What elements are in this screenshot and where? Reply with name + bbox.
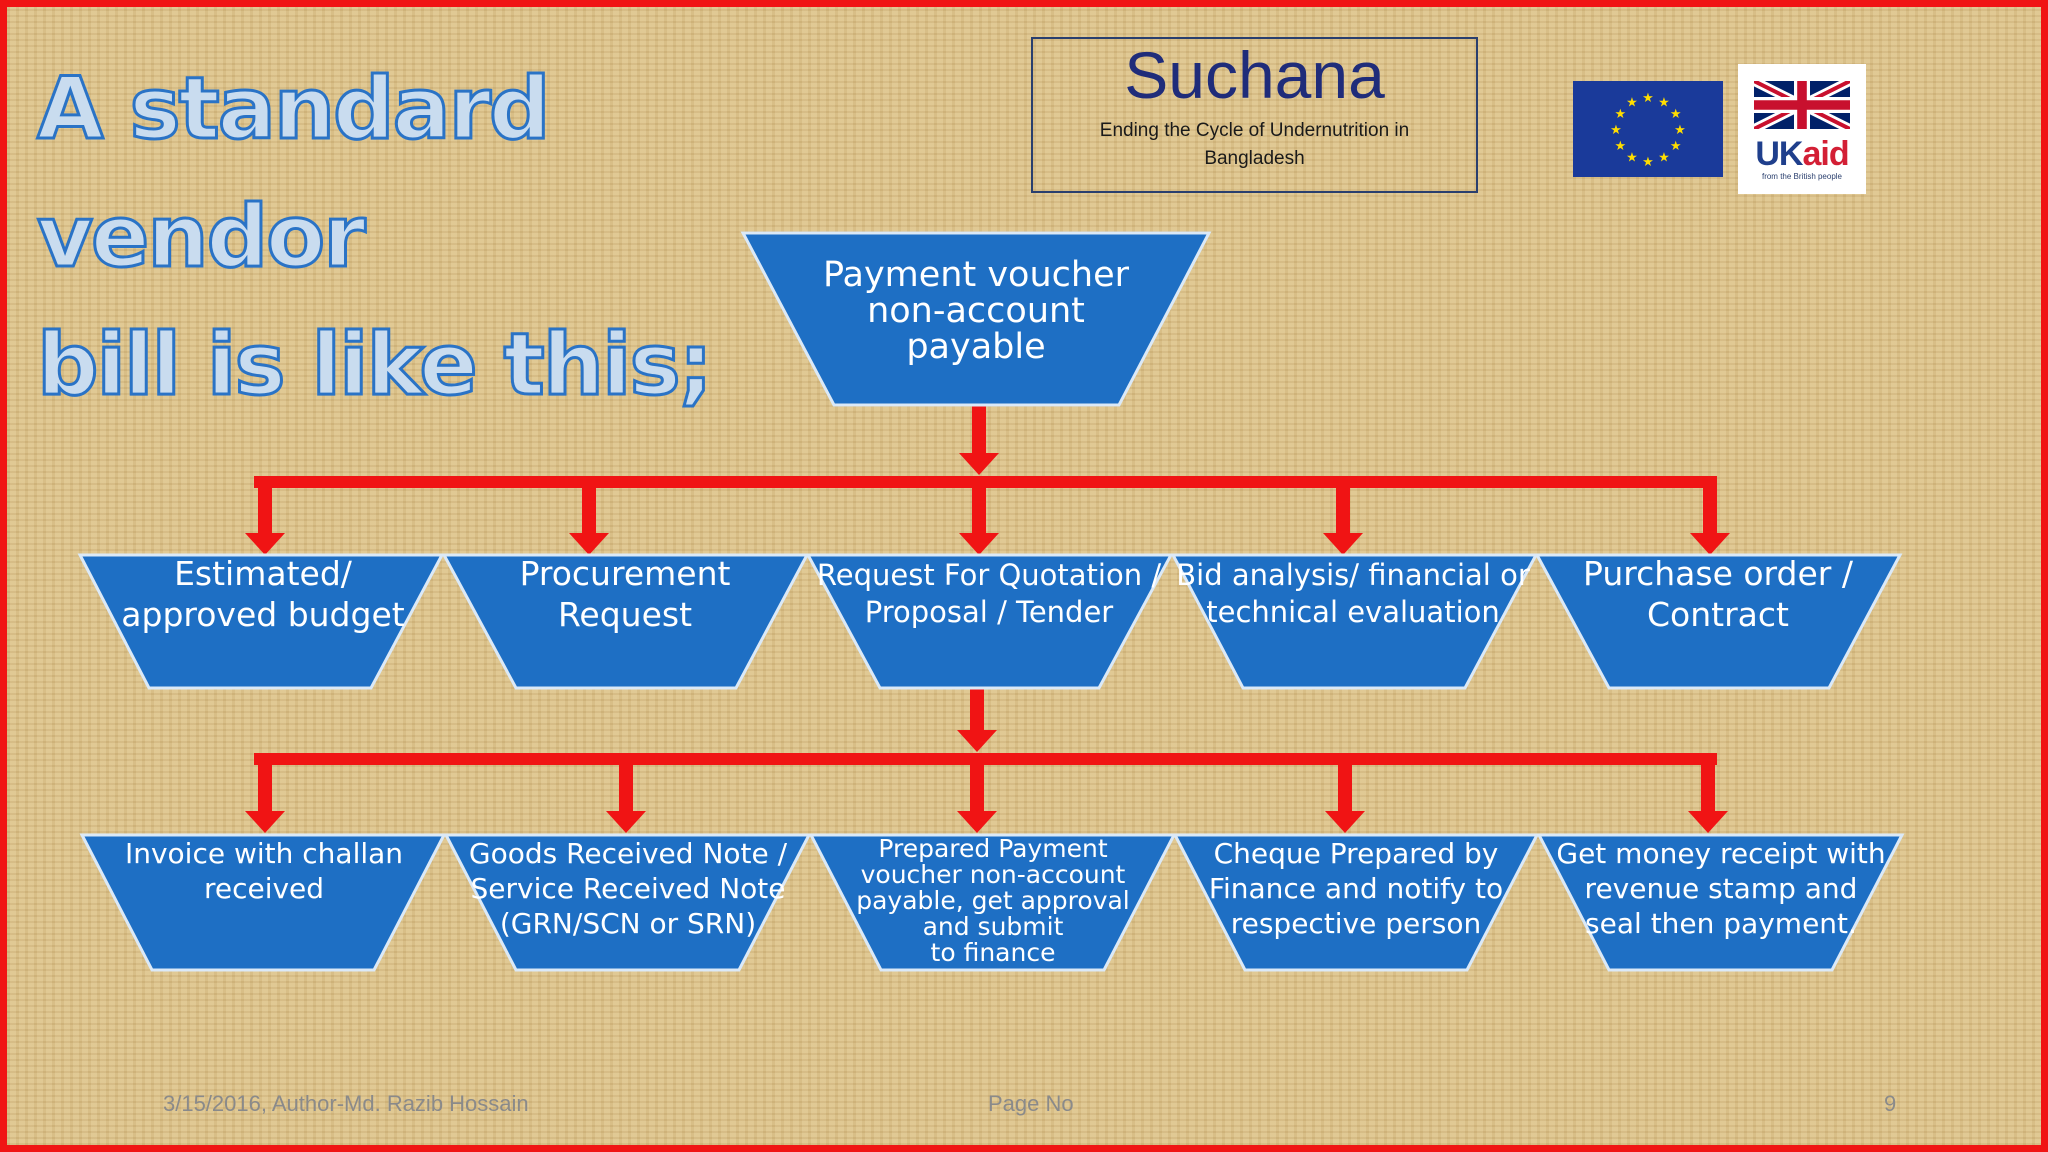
row2-label-3-line-5: to finance bbox=[931, 938, 1056, 967]
row1-label-1-line-1: Estimated/ bbox=[174, 554, 353, 593]
row2-label-2-line-1: Goods Received Note / bbox=[469, 837, 788, 870]
row2-label-1-line-2: received bbox=[204, 872, 324, 905]
row1-label-5-line-2: Contract bbox=[1647, 595, 1789, 634]
row1-label-2-line-1: Procurement bbox=[520, 554, 731, 593]
row2-label-5-line-3: seal then payment. bbox=[1585, 907, 1857, 940]
row2-label-4-line-1: Cheque Prepared by bbox=[1214, 837, 1499, 870]
row1-arrow-5 bbox=[1690, 476, 1730, 555]
row2-label-2-line-3: (GRN/SCN or SRN) bbox=[500, 907, 756, 940]
slide-title: A standard vendor bill is like this; bbox=[35, 45, 837, 429]
ukaid-uk: UK bbox=[1755, 135, 1803, 173]
row1-arrow-2 bbox=[569, 476, 609, 555]
eu-star-icon: ★ bbox=[1614, 139, 1626, 154]
row2-shape-4 bbox=[1172, 833, 1540, 972]
title-line-1: A standard vendor bbox=[36, 58, 553, 289]
eu-flag-background bbox=[1573, 81, 1723, 177]
row1-arrow-3 bbox=[959, 476, 999, 555]
ukaid-subtitle: from the British people bbox=[1761, 172, 1843, 181]
row1-shape-3 bbox=[805, 553, 1174, 690]
row2-label-3-line-2: voucher non-account bbox=[861, 860, 1126, 889]
eu-star-icon: ★ bbox=[1670, 107, 1682, 122]
root-shape bbox=[740, 231, 1212, 407]
row1-label-5-line-1: Purchase order / bbox=[1583, 554, 1854, 593]
suchana-name: Suchana bbox=[1124, 38, 1385, 112]
eu-star-icon: ★ bbox=[1674, 123, 1686, 138]
row1-label-1-line-2: approved budget bbox=[121, 595, 404, 634]
root-label-line-1: Payment voucher bbox=[823, 255, 1130, 295]
row2-label-3-line-1: Prepared Payment bbox=[878, 834, 1108, 863]
eu-star-icon: ★ bbox=[1642, 155, 1654, 170]
row2-shape-2 bbox=[443, 833, 812, 972]
row1-shape-2 bbox=[441, 553, 810, 690]
row2-label-3-line-3: payable, get approval bbox=[856, 886, 1130, 915]
row1-arrow-1 bbox=[245, 476, 285, 555]
union-jack-icon bbox=[1754, 81, 1850, 129]
row2-label-4-line-2: Finance and notify to bbox=[1209, 872, 1503, 905]
row1-label-2-line-2: Request bbox=[558, 595, 692, 634]
eu-star-icon: ★ bbox=[1610, 123, 1622, 138]
row2-shape-3 bbox=[808, 833, 1177, 972]
row1-label-3-line-2: Proposal / Tender bbox=[865, 595, 1114, 629]
row2-label-3-line-4: and submit bbox=[923, 912, 1064, 941]
row2-label-2-line-2: Service Received Note bbox=[471, 872, 786, 905]
title-line-2: bill is like this; bbox=[35, 314, 714, 417]
row1-label-3-line-1: Request For Quotation / bbox=[817, 558, 1161, 592]
eu-star-icon: ★ bbox=[1658, 151, 1670, 166]
row2-shape-5 bbox=[1536, 833, 1905, 972]
eu-flag-icon: ★★★★★★★★★★★★ bbox=[1573, 81, 1723, 177]
flow-diagram: Payment vouchernon-accountpayableEstimat… bbox=[77, 231, 1905, 972]
row2-label-5-line-2: revenue stamp and bbox=[1585, 872, 1858, 905]
row1-label-4-line-2: technical evaluation bbox=[1206, 595, 1500, 629]
root-label-line-3: payable bbox=[906, 327, 1045, 367]
row2-label-4-line-3: respective person bbox=[1231, 907, 1482, 940]
row2-label-5-line-1: Get money receipt with bbox=[1556, 837, 1885, 870]
row2-label-1-line-1: Invoice with challan bbox=[125, 837, 403, 870]
root-label-line-2: non-account bbox=[867, 291, 1085, 331]
eu-star-icon: ★ bbox=[1670, 139, 1682, 154]
footer-page-label: Page No bbox=[988, 1091, 1074, 1116]
row1-shape-4 bbox=[1170, 553, 1539, 690]
suchana-logo-box: Suchana Ending the Cycle of Undernutriti… bbox=[1031, 37, 1478, 193]
ukaid-wordmark: UKaid bbox=[1752, 136, 1852, 172]
row2-arrow-1 bbox=[245, 753, 285, 833]
row1-arrow-4 bbox=[1323, 476, 1363, 555]
footer-page-number: 9 bbox=[1884, 1091, 1897, 1116]
footer-author: 3/15/2016, Author-Md. Razib Hossain bbox=[163, 1091, 529, 1116]
row2-shape-1 bbox=[79, 833, 447, 972]
row2-connector-bar bbox=[254, 753, 1717, 765]
row1-shape-5 bbox=[1534, 553, 1903, 690]
row2-arrow-2 bbox=[606, 753, 646, 833]
eu-star-icon: ★ bbox=[1658, 95, 1670, 110]
row2-arrow-3 bbox=[957, 753, 997, 833]
root-down-arrow bbox=[959, 405, 999, 475]
row1-shape-1 bbox=[77, 553, 445, 690]
eu-star-icon: ★ bbox=[1642, 91, 1654, 106]
ukaid-logo: UKaid from the British people bbox=[1738, 64, 1866, 194]
eu-star-icon: ★ bbox=[1626, 151, 1638, 166]
eu-star-icon: ★ bbox=[1626, 95, 1638, 110]
row2-arrow-4 bbox=[1325, 753, 1365, 833]
ukaid-aid: aid bbox=[1802, 135, 1849, 173]
suchana-tagline: Ending the Cycle of Undernutrition in Ba… bbox=[1099, 120, 1410, 169]
eu-star-icon: ★ bbox=[1614, 107, 1626, 122]
row1-label-4-line-1: Bid analysis/ financial or bbox=[1176, 558, 1530, 592]
row2-down-arrow bbox=[957, 687, 997, 752]
row2-arrow-5 bbox=[1688, 753, 1728, 833]
